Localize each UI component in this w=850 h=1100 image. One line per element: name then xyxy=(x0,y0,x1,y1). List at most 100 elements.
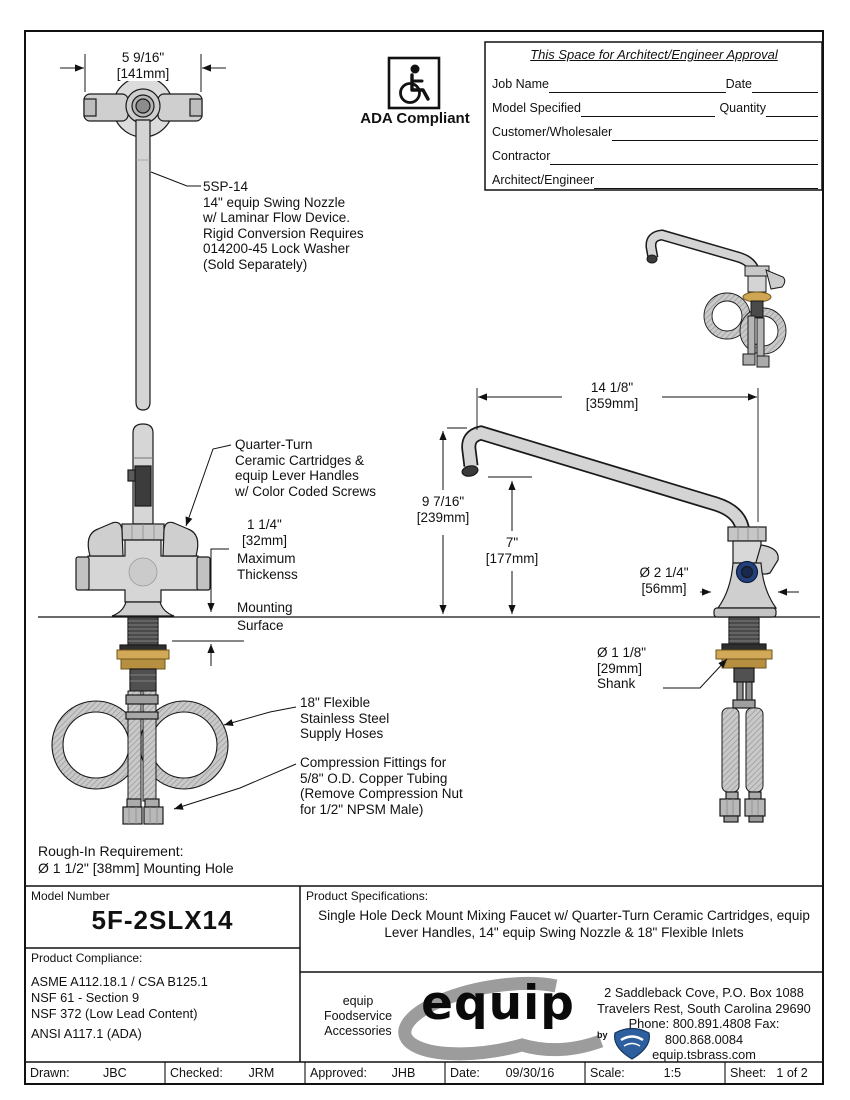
approved-label: Approved: xyxy=(310,1066,367,1080)
shank-label: Shank xyxy=(597,676,636,691)
cartridge-callout-line: Ceramic Cartridges & xyxy=(235,452,365,468)
product-specifications-label: Product Specifications: xyxy=(306,889,429,903)
model-specified-blank-line xyxy=(580,97,716,117)
rough-in-note: Rough-In Requirement: Ø 1 1/2" [38mm] Mo… xyxy=(38,843,234,877)
address-line: 2 Saddleback Cove, P.O. Box 1088 xyxy=(604,985,804,1000)
thickness-in: 1 1/4" xyxy=(247,517,282,532)
architect-blank-line xyxy=(594,169,818,189)
date-label: Date xyxy=(725,77,752,91)
logo-by-text: by xyxy=(597,1030,608,1040)
compression-callout-line: for 1/2" NPSM Male) xyxy=(300,801,424,817)
date-footer-label: Date: xyxy=(450,1066,480,1080)
address-line: Travelers Rest, South Carolina 29690 xyxy=(597,1000,811,1016)
compliance-item: ANSI A117.1 (ADA) xyxy=(31,1026,142,1041)
nozzle-callout-leader xyxy=(150,171,201,187)
rough-in-line2: Ø 1 1/2" [38mm] Mounting Hole xyxy=(38,860,234,876)
model-specified-label: Model Specified xyxy=(492,101,581,115)
job-name-blank-line xyxy=(548,73,726,93)
scale-value: 1:5 xyxy=(663,1066,682,1080)
side-view-drawing xyxy=(461,425,779,823)
footer-scale-cell: Scale: 1:5 xyxy=(585,1063,725,1083)
approved-value: JHB xyxy=(391,1066,416,1080)
mounting-word2: Surface xyxy=(237,617,284,633)
model-number-value: 5F-2SLX14 xyxy=(91,905,234,935)
compression-callout-line: Compression Fittings for xyxy=(300,755,447,770)
product-compliance-label: Product Compliance: xyxy=(31,951,143,965)
spout-height-in: 9 7/16" xyxy=(421,494,465,509)
clearance-mm: [177mm] xyxy=(485,550,539,566)
contractor-blank-line xyxy=(550,145,818,165)
ada-wheelchair-icon xyxy=(387,56,441,110)
clearance-dimension: 7" [177mm] xyxy=(478,535,546,566)
flange-diameter-mm: [56mm] xyxy=(641,580,687,596)
isometric-view-drawing xyxy=(645,229,787,368)
nozzle-callout-line: 014200-45 Lock Washer xyxy=(203,241,350,256)
plan-view-drawing xyxy=(60,54,226,411)
side-view-dimensions xyxy=(439,388,799,689)
checked-value: JRM xyxy=(248,1066,275,1080)
quantity-label: Quantity xyxy=(719,101,766,115)
front-view-drawing xyxy=(51,423,229,825)
clearance-in: 7" xyxy=(505,535,519,550)
spout-height-mm: [239mm] xyxy=(416,509,470,525)
title-block-grid xyxy=(25,885,823,1084)
compression-callout-line: 5/8" O.D. Copper Tubing xyxy=(300,770,448,786)
flange-diameter-in: Ø 2 1/4" xyxy=(639,565,689,580)
footer-checked-cell: Checked: JRM xyxy=(165,1063,305,1083)
sheet-value: 1 of 2 xyxy=(776,1066,808,1080)
nozzle-length-mm: [359mm] xyxy=(585,395,639,411)
sheet-label: Sheet: xyxy=(730,1066,767,1080)
thickness-word2: Thickenss xyxy=(237,566,298,582)
rough-in-line1: Rough-In Requirement: xyxy=(38,843,184,859)
shank-diameter-in: Ø 1 1/8" xyxy=(597,645,647,660)
nozzle-callout-line: (Sold Separately) xyxy=(203,256,308,272)
customer-label: Customer/Wholesaler xyxy=(492,125,613,139)
cartridge-callout-line: w/ Color Coded Screws xyxy=(235,483,377,499)
approval-row-model-specified: Model Specified Quantity xyxy=(492,98,818,117)
mounting-word1: Mounting xyxy=(237,600,293,615)
flange-diameter-dimension: Ø 2 1/4" [56mm] xyxy=(628,565,700,596)
hose-callout-line: Stainless Steel xyxy=(300,710,390,726)
compliance-item: ASME A112.18.1 / CSA B125.1 xyxy=(31,974,208,989)
nozzle-callout-line: 14" equip Swing Nozzle xyxy=(203,194,346,210)
footer-date-cell: Date: 09/30/16 xyxy=(445,1063,585,1083)
brand-line: equip xyxy=(342,994,374,1008)
thickness-mm: [32mm] xyxy=(242,532,288,548)
approval-row-contractor: Contractor xyxy=(492,146,818,165)
customer-blank-line xyxy=(612,121,818,141)
approval-row-customer: Customer/Wholesaler xyxy=(492,122,818,141)
footer-sheet-cell: Sheet: 1 of 2 xyxy=(725,1063,823,1083)
scale-label: Scale: xyxy=(590,1066,625,1080)
cartridge-callout: Quarter-Turn Ceramic Cartridges & equip … xyxy=(235,437,376,499)
equip-logo-swoosh xyxy=(398,976,604,1061)
shank-diameter-mm: [29mm] xyxy=(597,660,643,676)
mounting-surface-note: Mounting Surface xyxy=(237,600,293,633)
approval-row-job-name: Job Name Date xyxy=(492,74,818,93)
compliance-item: NSF 61 - Section 9 xyxy=(31,990,140,1005)
date-blank-line xyxy=(752,73,818,93)
hose-callout-line: Supply Hoses xyxy=(300,726,384,741)
plan-width-in: 5 9/16" xyxy=(121,50,165,65)
compression-callout: Compression Fittings for 5/8" O.D. Coppe… xyxy=(300,755,463,817)
drawn-value: JBC xyxy=(102,1066,127,1080)
equip-logo-wordmark: equip xyxy=(421,976,575,1031)
nozzle-length-dimension: 14 1/8" [359mm] xyxy=(562,380,662,411)
footer-drawn-cell: Drawn: JBC xyxy=(25,1063,165,1083)
sheet-border xyxy=(24,30,824,1085)
nozzle-callout-line: w/ Laminar Flow Device. xyxy=(203,210,351,225)
approval-box-title: This Space for Architect/Engineer Approv… xyxy=(530,47,778,62)
shank-diameter-dimension: Ø 1 1/8" [29mm] Shank xyxy=(597,645,646,692)
date-footer-value: 09/30/16 xyxy=(505,1066,555,1080)
drawn-label: Drawn: xyxy=(30,1066,70,1080)
brand-line: Foodservice xyxy=(323,1009,393,1023)
hose-callout-line: 18" Flexible xyxy=(300,695,371,710)
plan-width-mm: [141mm] xyxy=(116,65,170,81)
hose-callout: 18" Flexible Stainless Steel Supply Hose… xyxy=(300,695,389,742)
job-name-label: Job Name xyxy=(492,77,549,91)
max-thickness-note: 1 1/4" [32mm] Maximum Thickenss xyxy=(237,517,298,582)
brand-line: Accessories xyxy=(324,1024,392,1038)
company-address: 2 Saddleback Cove, P.O. Box 1088 Travele… xyxy=(588,985,820,1063)
quantity-blank-line xyxy=(766,97,818,117)
compliance-item: NSF 372 (Low Lead Content) xyxy=(31,1006,198,1021)
